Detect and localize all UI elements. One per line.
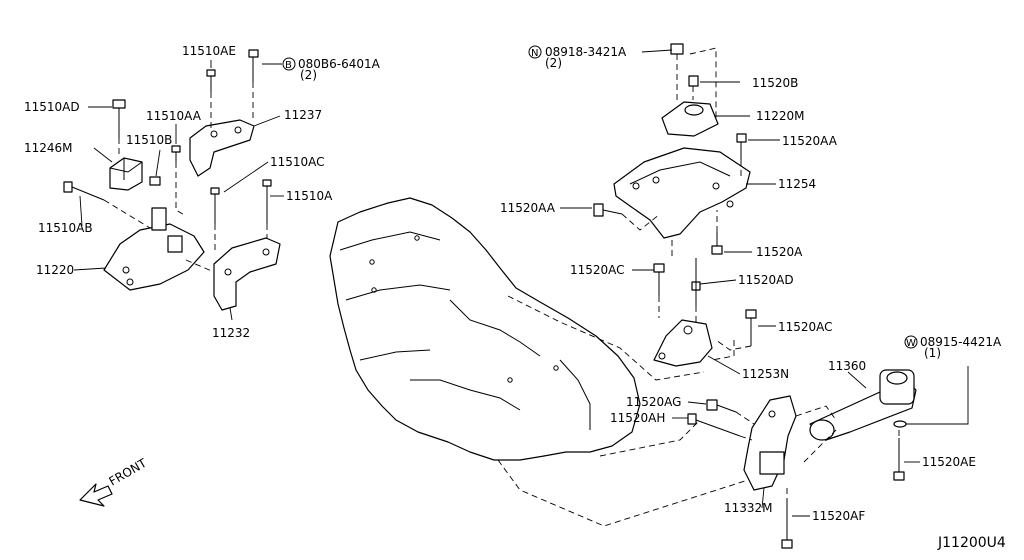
bolt-11510ad	[112, 99, 126, 138]
label-08918-qty: (2)	[545, 56, 562, 70]
bolt-11520a	[711, 232, 723, 255]
callout-letter-b: B	[285, 60, 292, 71]
block-11246m	[109, 157, 143, 191]
bolt-11520ac-right	[745, 309, 757, 346]
label-11510ab: 11510AB	[38, 221, 93, 235]
bolt-11520ac-left	[653, 263, 665, 296]
bracket-11232	[213, 237, 281, 311]
label-11253n: 11253N	[742, 367, 789, 381]
bolt-080b6	[248, 49, 259, 82]
label-11520ah: 11520AH	[610, 411, 665, 425]
bracket-11254	[613, 147, 751, 239]
engine-mount-11220	[103, 207, 205, 291]
nut-11510b	[149, 176, 161, 186]
callout-circle-n	[528, 45, 542, 59]
bracket-11253n	[653, 319, 713, 367]
label-11510aa: 11510AA	[146, 109, 202, 123]
bolt-11510aa-left	[171, 145, 181, 162]
label-11520b: 11520B	[752, 76, 798, 90]
label-11520ae: 11520AE	[922, 455, 976, 469]
label-11246m: 11246M	[24, 141, 73, 155]
label-11220: 11220	[36, 263, 74, 277]
washer-08915	[893, 420, 907, 428]
bolt-11520ag	[706, 399, 737, 413]
label-11520aa-top: 11520AA	[782, 134, 838, 148]
nut-08918	[670, 43, 684, 55]
bolt-11520ae	[893, 438, 905, 481]
label-11510a: 11510A	[286, 189, 333, 203]
label-11520a: 11520A	[756, 245, 803, 259]
label-11232: 11232	[212, 326, 250, 340]
label-080b6-qty: (2)	[300, 68, 317, 82]
mount-11220m	[661, 101, 719, 137]
callout-letter-n: N	[531, 48, 538, 59]
bolt-11510ae	[206, 69, 216, 92]
label-08915-qty: (1)	[924, 346, 941, 360]
bolt-11520aa-left	[593, 203, 623, 217]
callout-circle-w	[904, 335, 918, 349]
label-11510ae: 11510AE	[182, 44, 236, 58]
bolt-11520aa-top	[736, 133, 747, 160]
callout-letter-w: W	[906, 338, 916, 349]
label-11510b: 11510B	[126, 133, 172, 147]
callout-circle-b	[282, 57, 296, 71]
label-11510ac: 11510AC	[270, 155, 325, 169]
label-08918: 08918-3421A	[545, 45, 627, 59]
label-11237: 11237	[284, 108, 322, 122]
label-11520ag: 11520AG	[626, 395, 681, 409]
bolt-11520ah	[687, 413, 741, 437]
label-11332m: 11332M	[724, 501, 773, 515]
label-11520ac-left: 11520AC	[570, 263, 625, 277]
label-11510ad: 11510AD	[24, 100, 80, 114]
label-11520af: 11520AF	[812, 509, 865, 523]
label-11254: 11254	[778, 177, 816, 191]
bolt-11510a	[262, 179, 272, 224]
bolt-11510ab	[63, 181, 105, 201]
stud-11520ad	[691, 258, 701, 306]
bolt-11510ac	[210, 187, 220, 224]
label-08915: 08915-4421A	[920, 335, 1002, 349]
stud-11520b	[688, 75, 699, 87]
label-11220m: 11220M	[756, 109, 805, 123]
bracket-11237	[189, 119, 255, 177]
label-11520aa-left: 11520AA	[500, 201, 556, 215]
torque-rod-11360	[809, 369, 917, 441]
engine-block	[329, 197, 641, 461]
label-080b6: 080B6-6401A	[298, 57, 381, 71]
diagram-code: J11200U4	[937, 535, 1006, 551]
label-11360: 11360	[828, 359, 866, 373]
front-arrow-icon	[79, 483, 113, 507]
front-label: FRONT	[107, 456, 150, 489]
label-11520ac-right: 11520AC	[778, 320, 833, 334]
bolt-11520af	[781, 498, 793, 549]
label-11520ad: 11520AD	[738, 273, 794, 287]
bracket-11332m	[743, 395, 797, 491]
